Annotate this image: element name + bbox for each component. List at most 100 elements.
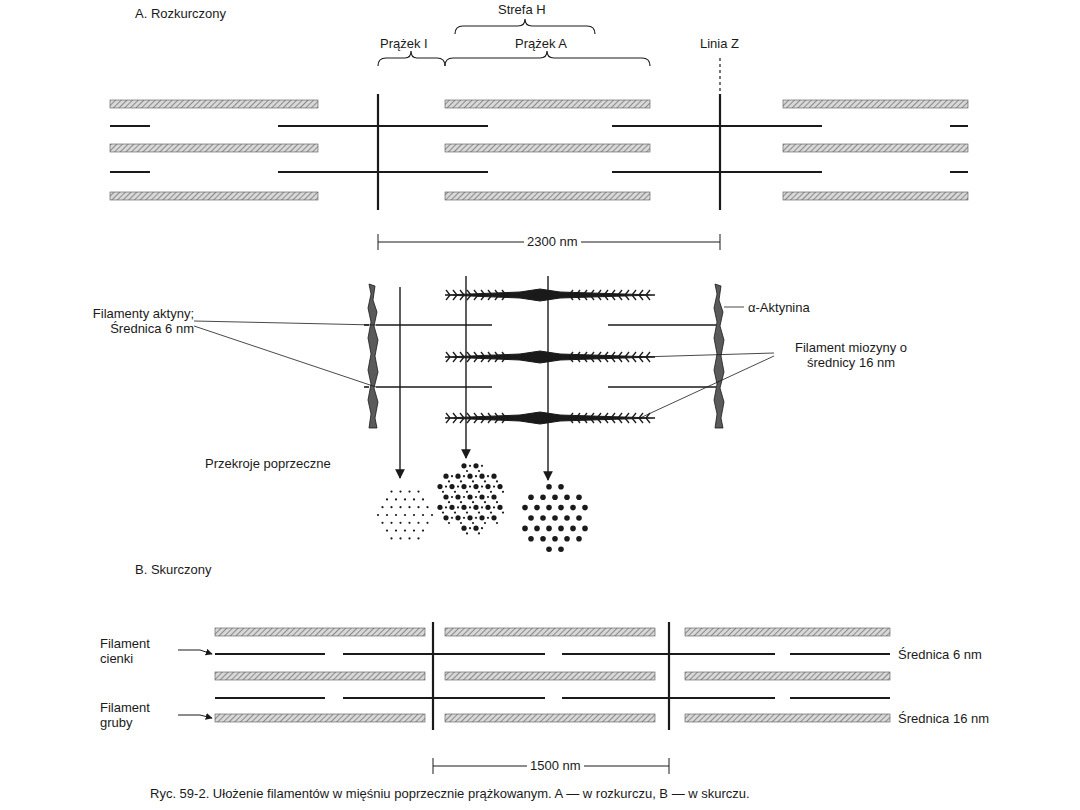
filament-dot bbox=[570, 505, 576, 511]
filament-dot bbox=[390, 522, 392, 524]
filament-dot bbox=[448, 522, 450, 524]
filament-dot bbox=[484, 501, 486, 503]
dimension: 1500 nm bbox=[527, 758, 584, 773]
filament-dot bbox=[546, 526, 552, 532]
diameter-label: Średnica 6 nm bbox=[898, 647, 982, 662]
myosin-head bbox=[467, 418, 471, 423]
filament-dot bbox=[466, 470, 468, 472]
filament-dot bbox=[461, 526, 466, 531]
filament-dot bbox=[408, 506, 410, 508]
filament-dot bbox=[487, 517, 489, 519]
filament-dot bbox=[475, 517, 477, 519]
filament-label: Filament gruby bbox=[100, 700, 178, 730]
myosin-head bbox=[453, 290, 457, 295]
myosin-head bbox=[597, 418, 601, 423]
myosin-head bbox=[639, 290, 643, 295]
myosin-head bbox=[569, 418, 573, 423]
myosin-head bbox=[625, 295, 629, 300]
filament-dot bbox=[437, 484, 442, 489]
myosin-head bbox=[446, 418, 450, 423]
filament-dot bbox=[558, 484, 564, 490]
filament-dot bbox=[399, 491, 401, 493]
myosin-head bbox=[460, 357, 464, 362]
myosin-head bbox=[632, 295, 636, 300]
myosin-head bbox=[474, 357, 478, 362]
myosin-head bbox=[590, 352, 594, 357]
filament-dot bbox=[461, 484, 466, 489]
myosin-head bbox=[646, 418, 650, 423]
myosin-head bbox=[639, 418, 643, 423]
filament-dot bbox=[497, 484, 502, 489]
filament-dot bbox=[478, 532, 480, 534]
myosin-head bbox=[632, 418, 636, 423]
filament-dot bbox=[395, 514, 397, 516]
myosin-head bbox=[639, 357, 643, 362]
filament-dot bbox=[460, 501, 462, 503]
filament-dot bbox=[546, 484, 552, 490]
filament-dot bbox=[422, 498, 424, 500]
filament-dot bbox=[422, 529, 424, 531]
myosin-head bbox=[576, 357, 580, 362]
filament-dot bbox=[408, 537, 410, 539]
myosin-head bbox=[495, 290, 499, 295]
myosin-head bbox=[502, 418, 506, 423]
filament-dot bbox=[478, 511, 480, 513]
filament-dot bbox=[404, 529, 406, 531]
filament-dot bbox=[461, 463, 466, 468]
filament-dot bbox=[475, 475, 477, 477]
myosin-head bbox=[597, 290, 601, 295]
myosin-head bbox=[502, 352, 506, 357]
filament-dot bbox=[552, 515, 558, 521]
filament-dot bbox=[479, 474, 484, 479]
filament-dot bbox=[490, 491, 492, 493]
filament-dot bbox=[491, 474, 496, 479]
filament-dot bbox=[473, 526, 478, 531]
filament-dot bbox=[431, 514, 433, 516]
filament-dot bbox=[570, 526, 576, 532]
myosin-head bbox=[446, 295, 450, 300]
filament-dot bbox=[454, 511, 456, 513]
filament-dot bbox=[481, 465, 483, 467]
filament-dot bbox=[478, 470, 480, 472]
myosin-head bbox=[632, 357, 636, 362]
filament-dot bbox=[426, 506, 428, 508]
line-name: Linia Z bbox=[700, 36, 739, 51]
myosin-head bbox=[590, 290, 594, 295]
myosin-head bbox=[569, 295, 573, 300]
myosin-head bbox=[453, 357, 457, 362]
myosin-head bbox=[481, 418, 485, 423]
myosin-head bbox=[446, 290, 450, 295]
myosin-head bbox=[604, 290, 608, 295]
myosin-head bbox=[646, 357, 650, 362]
filament-dot bbox=[582, 526, 588, 532]
filament-dot bbox=[552, 494, 558, 500]
filament-dot bbox=[528, 515, 534, 521]
filament-dot bbox=[463, 496, 465, 498]
myosin-head bbox=[625, 418, 629, 423]
filament-dot bbox=[386, 514, 388, 516]
myosin-head bbox=[604, 295, 608, 300]
myosin-head bbox=[460, 413, 464, 418]
myosin-head bbox=[611, 357, 615, 362]
myosin-head bbox=[646, 295, 650, 300]
dimension: 2300 nm bbox=[524, 234, 581, 249]
myosin-head bbox=[495, 357, 499, 362]
myosin-head bbox=[474, 418, 478, 423]
myosin-head bbox=[618, 295, 622, 300]
panel-heading: A. Rozkurczony bbox=[135, 6, 226, 21]
myosin-head bbox=[495, 352, 499, 357]
filament-dot bbox=[502, 511, 504, 513]
myosin-head bbox=[453, 413, 457, 418]
myosin-head bbox=[446, 413, 450, 418]
myosin-head bbox=[474, 413, 478, 418]
filament-dot bbox=[491, 494, 496, 499]
filament-dot bbox=[469, 506, 471, 508]
filament-dot bbox=[496, 522, 498, 524]
myosin-head bbox=[460, 295, 464, 300]
myosin-head bbox=[611, 418, 615, 423]
myosin-head bbox=[460, 418, 464, 423]
filament-dot bbox=[576, 536, 582, 542]
myosin-head bbox=[618, 418, 622, 423]
filament-dot bbox=[417, 522, 419, 524]
